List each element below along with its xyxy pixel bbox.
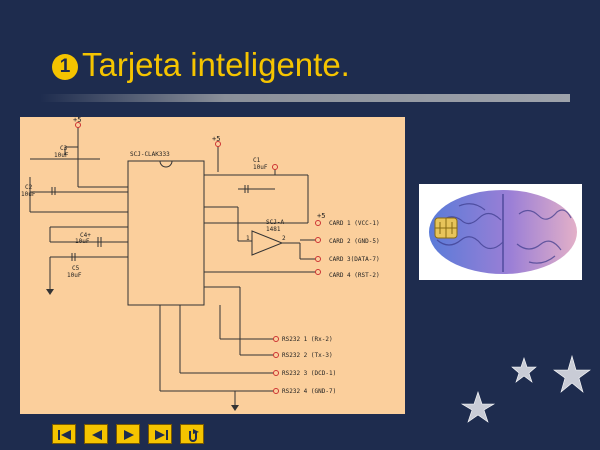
rs232-pin-label: RS232 4 (GND-7) bbox=[282, 388, 336, 395]
bullet-icon: 1 bbox=[52, 54, 78, 80]
first-slide-button[interactable] bbox=[52, 424, 76, 444]
buffer-pin-label: 1 bbox=[246, 235, 250, 242]
next-slide-button[interactable] bbox=[116, 424, 140, 444]
capacitor-value: 10uF bbox=[21, 191, 36, 198]
capacitor-value: 10uF bbox=[253, 164, 268, 171]
star-icon bbox=[460, 391, 496, 423]
rs232-pin-label: RS232 1 (Rx-2) bbox=[282, 336, 333, 343]
last-slide-button[interactable] bbox=[148, 424, 172, 444]
title-divider bbox=[40, 94, 570, 102]
star-icon bbox=[553, 354, 591, 393]
schematic-drawing: +5 +5 +5 SCJ-CLAK333 SCJ-A 1481 1 2 C3 1… bbox=[21, 117, 380, 411]
ic-main-body bbox=[127, 160, 205, 306]
return-button[interactable] bbox=[180, 424, 204, 444]
previous-slide-button[interactable] bbox=[84, 424, 108, 444]
card-pin-label: CARD 3(DATA-7) bbox=[329, 256, 380, 263]
previous-icon bbox=[92, 430, 102, 440]
return-icon bbox=[189, 429, 199, 442]
star-icon bbox=[511, 357, 537, 383]
last-icon bbox=[155, 430, 168, 440]
capacitor-name: C2 bbox=[25, 184, 33, 191]
ic-buffer-label: SCJ-A bbox=[266, 219, 284, 226]
card-pin-label: CARD 1 (VCC-1) bbox=[329, 220, 380, 227]
capacitor-name: C4+ bbox=[80, 232, 91, 239]
slide-title: Tarjeta inteligente. bbox=[82, 46, 350, 83]
brain-chip-image bbox=[419, 184, 582, 280]
decorative-stars bbox=[460, 354, 591, 423]
capacitor-value: 10uF bbox=[75, 238, 90, 245]
ic-notch bbox=[159, 160, 173, 168]
ic-buffer-label: 1481 bbox=[266, 226, 281, 233]
supply-label: +5 bbox=[317, 212, 325, 220]
ic-main-label: SCJ-CLAK333 bbox=[130, 151, 170, 158]
first-icon bbox=[58, 430, 71, 440]
supply-label: +5 bbox=[73, 117, 81, 124]
capacitor-value: 10uF bbox=[67, 272, 82, 279]
capacitor-name: C3 bbox=[60, 145, 68, 152]
ground-icon bbox=[46, 289, 54, 295]
buffer-pin-label: 2 bbox=[282, 235, 286, 242]
capacitor-name: C5 bbox=[72, 265, 80, 272]
supply-label: +5 bbox=[212, 135, 220, 143]
circuit-schematic: +5 +5 +5 SCJ-CLAK333 SCJ-A 1481 1 2 C3 1… bbox=[20, 117, 405, 414]
rs232-pin-label: RS232 3 (DCD-1) bbox=[282, 370, 336, 377]
next-icon bbox=[124, 430, 134, 440]
card-pin-label: CARD 4 (RST-2) bbox=[329, 272, 380, 279]
card-pin-label: CARD 2 (GND-5) bbox=[329, 238, 380, 245]
rs232-pin-label: RS232 2 (Tx-3) bbox=[282, 352, 333, 359]
brain-icon bbox=[429, 190, 577, 274]
capacitor-name: C1 bbox=[253, 157, 261, 164]
capacitor-value: 10uF bbox=[54, 152, 69, 159]
ground-icon bbox=[231, 405, 239, 411]
